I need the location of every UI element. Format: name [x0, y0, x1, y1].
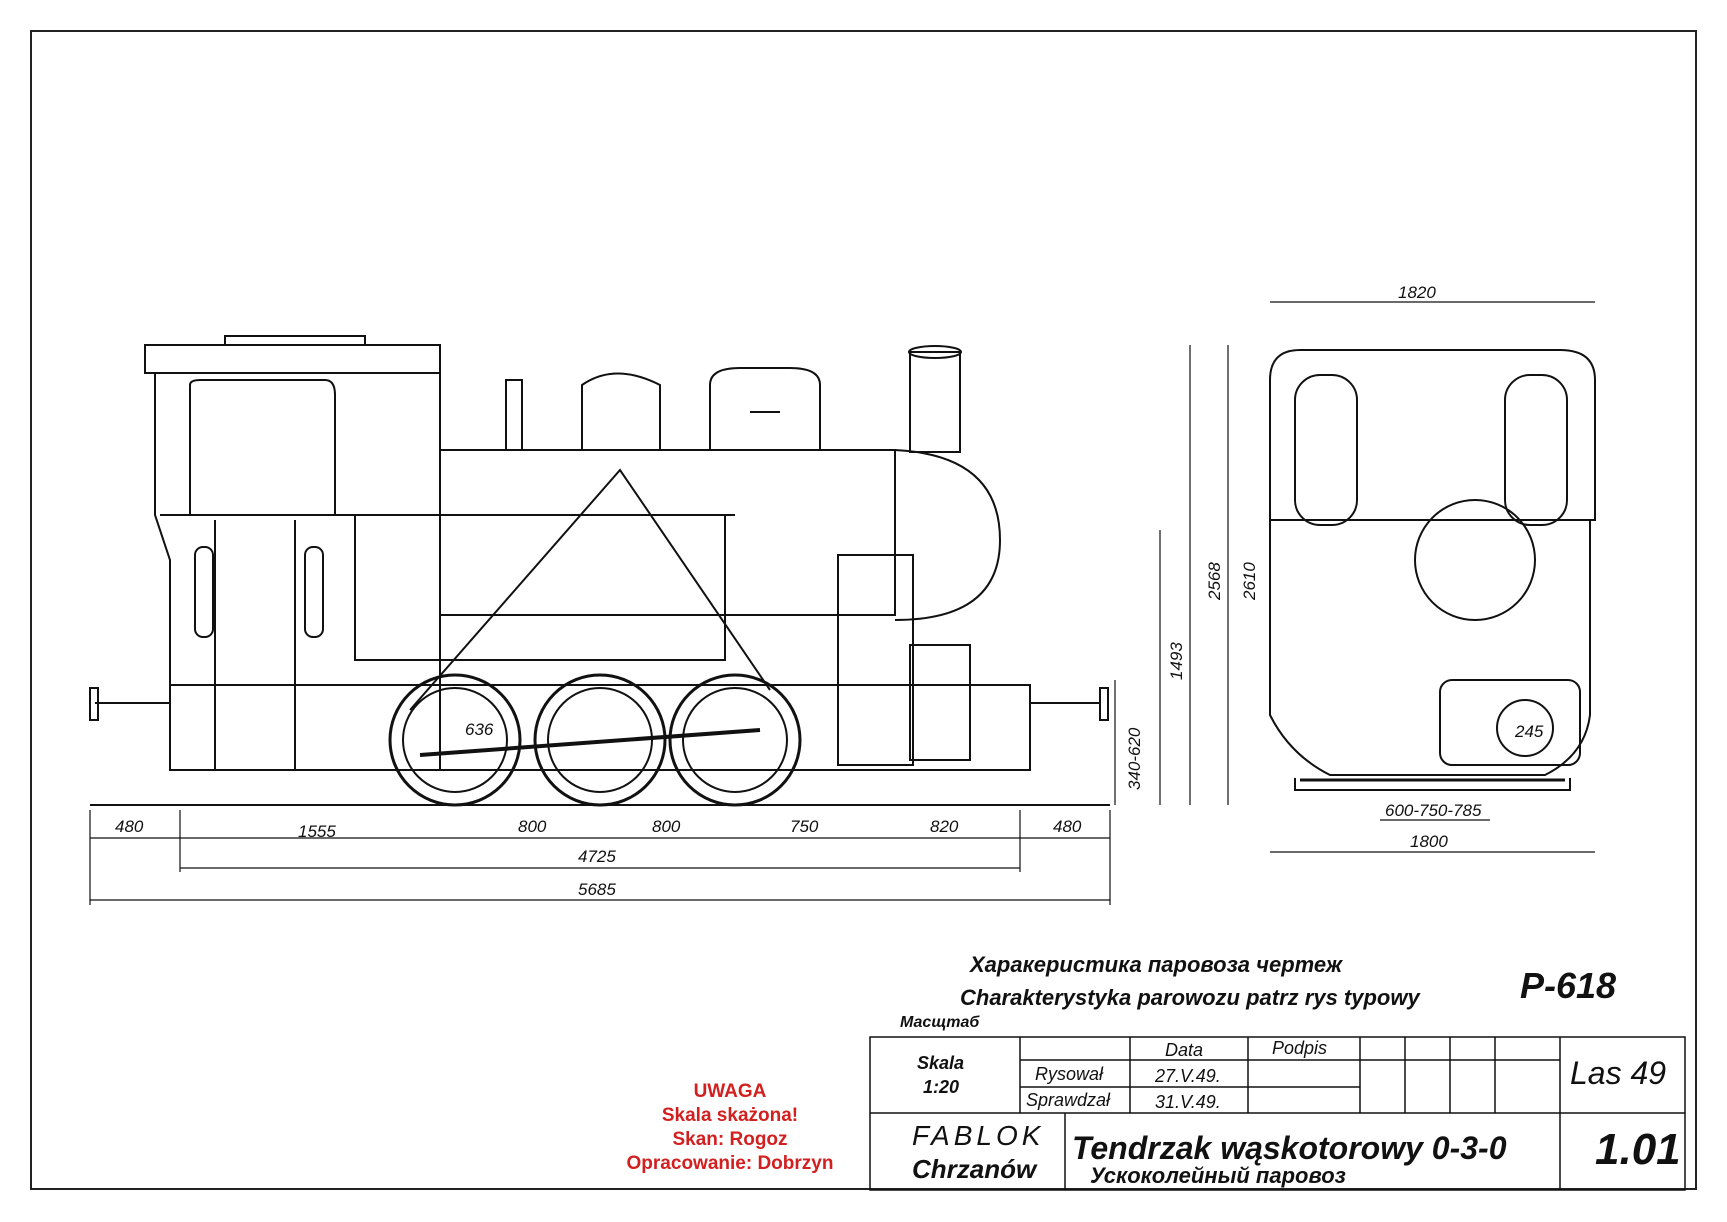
- dim-buffer-height: 340-620: [1125, 727, 1144, 790]
- side-tank: [354, 514, 726, 661]
- wheel-1: [388, 673, 522, 807]
- boiler: [439, 449, 896, 616]
- cylinder: [837, 554, 914, 766]
- data-header: Data: [1165, 1040, 1204, 1060]
- sand-dome: [709, 367, 821, 450]
- dim-750: 750: [790, 817, 819, 836]
- dim-wheelbase: 4725: [578, 847, 616, 866]
- cab-side-window-1: [194, 546, 214, 638]
- warning-note: UWAGA Skala skażona! Skan: Rogoz Opracow…: [600, 1080, 860, 1176]
- title-block-grid: [869, 1036, 1686, 1191]
- maker-line2: Chrzanów: [912, 1154, 1037, 1184]
- smokebox-door: [894, 449, 1002, 621]
- cab-window: [189, 379, 336, 515]
- front-buffer-beam: [1439, 679, 1581, 766]
- sheet-border: [30, 30, 1697, 1190]
- front-window-right: [1504, 374, 1568, 526]
- dim-2610: 2610: [1240, 562, 1259, 601]
- series-code: Las 49: [1570, 1055, 1667, 1091]
- front-coupler: [1496, 699, 1554, 757]
- loco-name-pl: Tendrzak wąskotorowy 0-3-0: [1072, 1130, 1507, 1166]
- warning-line1: UWAGA: [693, 1081, 767, 1102]
- warning-line4: Opracowanie: Dobrzyn: [626, 1153, 834, 1174]
- side-view: [89, 335, 1110, 807]
- dim-820: 820: [930, 817, 959, 836]
- dim-1555: 1555: [298, 822, 336, 841]
- role-sprawdzal: Sprawdzał: [1026, 1090, 1111, 1110]
- dim-2568: 2568: [1205, 562, 1224, 601]
- front-cab: [1269, 349, 1596, 521]
- front-view: [1269, 349, 1596, 791]
- sheet-number: 1.01: [1595, 1125, 1681, 1174]
- front-rail: [1294, 778, 1571, 791]
- scale-label-ru: Масщтаб: [900, 1014, 980, 1031]
- dim-800-b: 800: [652, 817, 681, 836]
- scale-label: Skala: [917, 1053, 965, 1073]
- dim-1493: 1493: [1167, 642, 1186, 680]
- frame: [170, 684, 1031, 771]
- scale-value: 1:20: [923, 1077, 960, 1097]
- title-pl: Charakterystyka parowozu patrz rys typow…: [960, 985, 1420, 1010]
- podpis-header: Podpis: [1272, 1038, 1328, 1058]
- drawing-code: P-618: [1520, 965, 1617, 1006]
- maker-line1: FABLOK: [912, 1120, 1045, 1151]
- coupling-rod: [419, 728, 761, 757]
- cab-side-window-2: [304, 546, 324, 638]
- date-sprawdzal: 31.V.49.: [1155, 1092, 1221, 1112]
- dim-1800: 1800: [1410, 832, 1448, 851]
- warning-line2: Skala skażona!: [661, 1105, 799, 1126]
- dimension-labels: 480 1555 800 800 750 820 480 4725 5685 6…: [115, 283, 1544, 899]
- chimney: [909, 351, 961, 453]
- dim-480-front: 480: [1053, 817, 1082, 836]
- front-window-left: [1294, 374, 1358, 526]
- warning-line3: Skan: Rogoz: [672, 1129, 788, 1150]
- roof-vent: [224, 335, 366, 346]
- dim-wheel-diameter: 636: [465, 720, 494, 739]
- wheel-3: [668, 673, 802, 807]
- dim-overall-length: 5685: [578, 880, 616, 899]
- safety-valve: [505, 379, 523, 451]
- dim-480-rear: 480: [115, 817, 144, 836]
- role-rysowal: Rysował: [1035, 1064, 1104, 1084]
- front-body: [1269, 520, 1591, 776]
- dimension-lines: [89, 301, 1595, 905]
- brake-rigging: [409, 468, 771, 711]
- dim-245: 245: [1514, 722, 1544, 741]
- dim-800-a: 800: [518, 817, 547, 836]
- dim-1820: 1820: [1398, 283, 1436, 302]
- steam-dome: [581, 372, 661, 450]
- front-smokebox: [1414, 499, 1536, 621]
- dim-gauge: 600-750-785: [1385, 801, 1482, 820]
- date-rysowal: 27.V.49.: [1155, 1066, 1221, 1086]
- cab-body: [154, 373, 441, 771]
- title-ru: Харакеристика паровоза чертеж: [970, 952, 1343, 977]
- cab-roof: [144, 344, 441, 374]
- loco-name-ru: Ускоколейный паровоз: [1090, 1163, 1346, 1188]
